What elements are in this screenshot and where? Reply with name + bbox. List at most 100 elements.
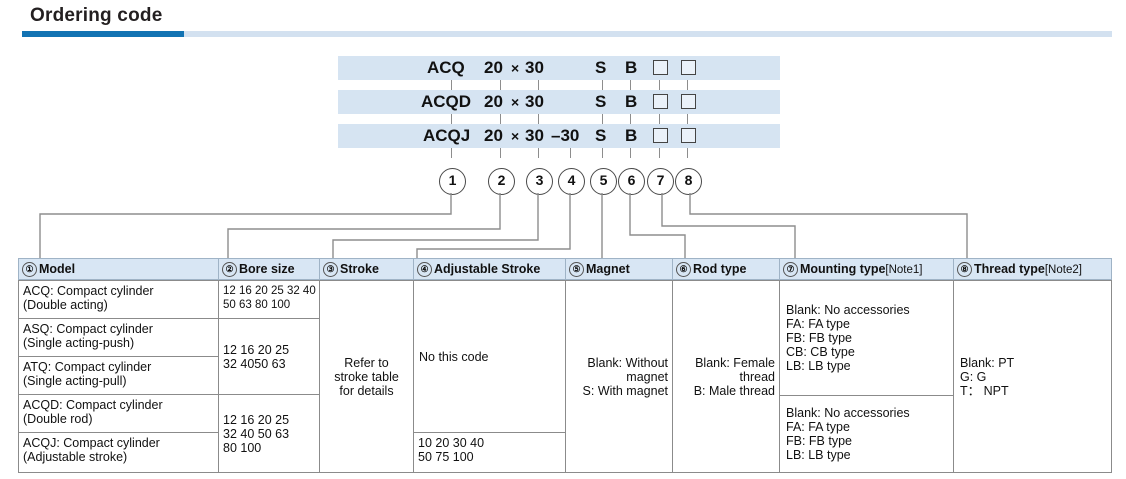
stub-6-a — [630, 80, 632, 90]
callout-circle-8: 8 — [675, 168, 702, 195]
bore-size-3-line-3: 80 100 — [223, 440, 262, 455]
stroke-line-3: for details — [339, 383, 394, 398]
code-row-2-bore: 20 — [484, 92, 503, 111]
mounting-top-line-4: CB: CB type — [786, 345, 855, 359]
stroke-line-1: Refer to — [344, 355, 389, 370]
bore-size-1-line-2: 50 63 80 100 — [223, 299, 291, 311]
mounting-bottom-line-2: FA: FA type — [786, 420, 850, 434]
leader-2 — [227, 193, 501, 258]
callout-circle-6: 6 — [618, 168, 645, 195]
stub-5-b — [602, 114, 604, 124]
header-label-bore-size: Bore size — [239, 262, 295, 276]
callout-circle-4: 4 — [558, 168, 585, 195]
table-row: ACQJ: Compact cylinder (Adjustable strok… — [18, 432, 218, 473]
bore-size-3-line-1: 12 16 20 25 — [223, 412, 290, 427]
stub-1-a — [451, 80, 453, 90]
code-row-1-thread-box — [681, 56, 696, 80]
thread-type-cell: Blank: PT G: G T： NPT — [953, 280, 1112, 473]
bore-size-3-line-2: 32 40 50 63 — [223, 426, 290, 441]
code-row-1-mounting-box — [653, 56, 668, 80]
stub-4-c — [570, 148, 572, 158]
header-note-1: [Note1] — [885, 264, 923, 276]
stroke-line-2: stroke table — [334, 369, 399, 384]
code-row-1-stroke: 30 — [525, 58, 544, 77]
code-row-2-model: ACQD — [421, 92, 472, 111]
stub-5-a — [602, 80, 604, 90]
model-desc-5: (Adjustable stroke) — [23, 450, 128, 464]
model-name-5: ACQJ: Compact cylinder — [23, 436, 160, 450]
adjustable-stroke-line-1: 10 20 30 40 — [418, 436, 485, 450]
stub-7-c — [659, 148, 661, 158]
stub-3-a — [538, 80, 540, 90]
stub-6-c — [630, 148, 632, 158]
mounting-bottom-line-3: FB: FB type — [786, 434, 852, 448]
bore-size-group-2: 12 16 20 25 32 4050 63 — [218, 318, 319, 394]
code-row-2-mounting-box — [653, 90, 668, 114]
model-name-4: ACQD: Compact cylinder — [23, 398, 163, 412]
header-note-2: [Note2] — [1044, 264, 1082, 276]
stub-5-c — [602, 148, 604, 158]
table-row: ACQD: Compact cylinder (Double rod) — [18, 394, 218, 432]
header-num-8: ⑧ — [957, 262, 972, 277]
header-label-stroke: Stroke — [340, 262, 379, 276]
code-row-3-bore: 20 — [484, 126, 503, 145]
code-row-2-stroke: 30 — [525, 92, 544, 111]
code-row-1-model: ACQ — [427, 58, 465, 77]
leader-3 — [332, 193, 539, 258]
code-row-3-multiply-sign: × — [511, 128, 520, 144]
model-desc-1: (Double acting) — [23, 298, 108, 312]
stub-2-a — [500, 80, 502, 90]
bore-size-1-line-1: 12 16 20 25 32 40 — [223, 285, 316, 297]
stub-3-c — [538, 148, 540, 158]
callout-circle-7: 7 — [647, 168, 674, 195]
ordering-code-rows: ACQ 20 × 30 S B ACQD 20 × 30 S B ACQJ 20… — [0, 50, 1126, 160]
model-desc-4: (Double rod) — [23, 412, 93, 426]
bore-size-2-line-2: 32 4050 63 — [223, 356, 286, 371]
stub-2-b — [500, 114, 502, 124]
header-label-adjustable-stroke: Adjustable Stroke — [434, 262, 541, 276]
header-label-magnet: Magnet — [586, 262, 630, 276]
code-row-2-rod-type: B — [625, 92, 638, 111]
rod-type-cell: Blank: Female thread B: Male thread — [672, 280, 779, 473]
header-label-rod-type: Rod type — [693, 262, 747, 276]
thread-type-line-1: Blank: PT — [960, 355, 1015, 370]
magnet-line-2: magnet — [626, 369, 668, 384]
code-row-1-rod-type: B — [625, 58, 638, 77]
leader-4 — [416, 193, 571, 258]
header-label-model: Model — [39, 262, 76, 276]
code-row-3-adjustable-stroke: –30 — [551, 126, 580, 145]
mounting-top-line-5: LB: LB type — [786, 359, 851, 373]
mounting-type-top-cell: Blank: No accessories FA: FA type FB: FB… — [779, 280, 953, 395]
rod-type-line-2: thread — [739, 369, 775, 384]
adjustable-stroke-line-2: 50 75 100 — [418, 450, 474, 464]
code-row-3-stroke: 30 — [525, 126, 544, 145]
header-num-3: ③ — [323, 262, 338, 277]
code-row-3-thread-box — [681, 124, 696, 148]
stub-8-a — [687, 80, 689, 90]
code-row-2-magnet: S — [595, 92, 607, 111]
mounting-type-bottom-cell: Blank: No accessories FA: FA type FB: FB… — [779, 395, 953, 473]
stub-3-b — [538, 114, 540, 124]
header-num-2: ② — [222, 262, 237, 277]
stub-8-b — [687, 114, 689, 124]
thread-type-line-3: T： NPT — [960, 383, 1009, 398]
leader-7 — [661, 193, 796, 258]
model-name-3: ATQ: Compact cylinder — [23, 360, 152, 374]
header-num-6: ⑥ — [676, 262, 691, 277]
code-row-1-magnet: S — [595, 58, 607, 77]
table-row: ACQ: Compact cylinder (Double acting) — [18, 280, 218, 318]
mounting-top-line-2: FA: FA type — [786, 317, 850, 331]
header-num-5: ⑤ — [569, 262, 584, 277]
stub-1-c — [451, 148, 453, 158]
code-row-2-thread-box — [681, 90, 696, 114]
code-row-3-mounting-box — [653, 124, 668, 148]
table-row: ATQ: Compact cylinder (Single acting-pul… — [18, 356, 218, 394]
code-row-1-bore: 20 — [484, 58, 503, 77]
stub-7-b — [659, 114, 661, 124]
